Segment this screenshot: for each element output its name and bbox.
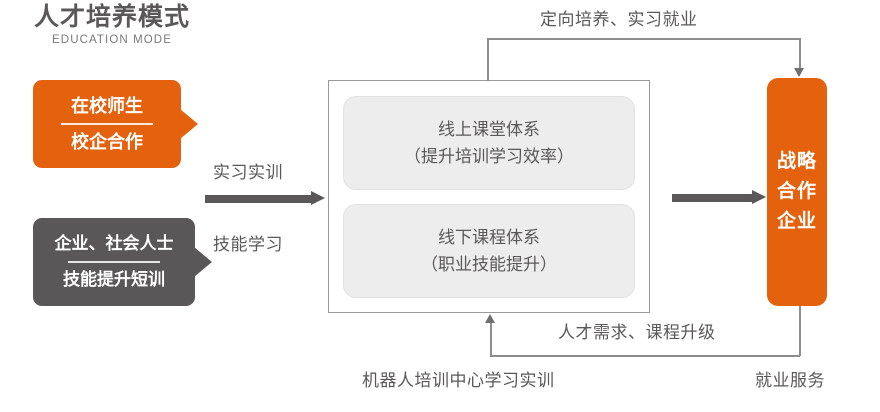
callout-pointer-icon [180, 109, 198, 139]
partner-line1: 战略 [776, 151, 817, 172]
arrow-shaft [205, 195, 311, 203]
connector-top-vertical-left [487, 38, 489, 81]
callout-students[interactable]: 在校师生 校企合作 [33, 80, 198, 168]
card-offline-course-system[interactable]: 线下课程体系 （职业技能提升） [343, 204, 635, 298]
callout-students-line2: 校企合作 [71, 132, 143, 152]
label-internship-training: 实习实训 [213, 163, 283, 182]
card-online-course-system[interactable]: 线上课堂体系 （提升培训学习效率） [343, 96, 635, 190]
strategic-partner-box[interactable]: 战略 合作 企业 [767, 78, 827, 306]
label-bottom-flow: 人才需求、课程升级 [558, 323, 716, 342]
page-subtitle: EDUCATION MODE [52, 34, 172, 46]
connector-bottom-vertical-left [490, 323, 492, 356]
connector-top-arrow-icon [794, 68, 804, 77]
card-online-line2: （提升培训学习效率） [404, 147, 574, 166]
callout-workers-line1: 企业、社会人士 [54, 234, 174, 253]
training-center-box[interactable]: 线上课堂体系 （提升培训学习效率） 线下课程体系 （职业技能提升） [328, 80, 650, 313]
callout-students-line1: 在校师生 [71, 96, 143, 116]
callout-divider [68, 261, 160, 263]
connector-bottom-arrow-icon [485, 314, 495, 323]
label-top-flow: 定向培养、实习就业 [540, 10, 698, 29]
page-title: 人才培养模式 [34, 3, 191, 31]
caption-employment-service: 就业服务 [755, 371, 825, 390]
card-online-line1: 线上课堂体系 [438, 120, 540, 139]
arrow-head [752, 190, 766, 204]
partner-line2: 合作 [776, 181, 817, 202]
card-offline-line1: 线下课程体系 [438, 228, 540, 247]
callout-pointer-icon [194, 247, 212, 277]
connector-bottom-horizontal [490, 355, 800, 357]
arrow-head [311, 191, 325, 205]
caption-training-center: 机器人培训中心学习实训 [362, 371, 555, 390]
callout-workers-line2: 技能提升短训 [63, 270, 165, 289]
arrow-right-icon-left [205, 191, 325, 206]
arrow-shaft [672, 194, 752, 202]
callout-divider [61, 123, 153, 125]
connector-top-horizontal [487, 38, 800, 40]
connector-top-vertical-right [799, 38, 801, 69]
arrow-right-icon-right [672, 190, 766, 205]
callout-workers[interactable]: 企业、社会人士 技能提升短训 [33, 218, 212, 306]
card-offline-line2: （职业技能提升） [421, 255, 557, 274]
title-block: 人才培养模式 EDUCATION MODE [34, 2, 190, 47]
partner-line3: 企业 [776, 211, 817, 232]
connector-bottom-vertical-right [799, 306, 801, 356]
label-skill-learning: 技能学习 [213, 235, 283, 254]
